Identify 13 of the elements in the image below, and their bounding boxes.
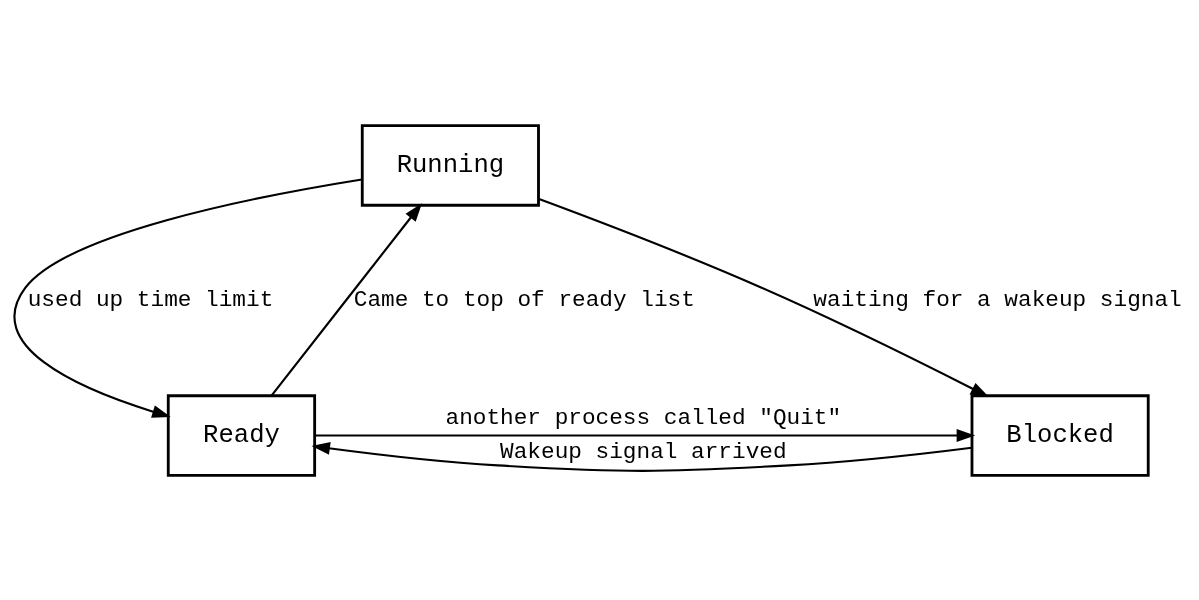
edge-label: used up time limit <box>27 286 274 313</box>
edge-label: Wakeup signal arrived <box>500 438 787 465</box>
arrow <box>538 197 989 397</box>
arrow <box>13 177 362 418</box>
arrow <box>314 428 976 442</box>
edge-label: waiting for a wakeup signal <box>813 286 1182 313</box>
arrow <box>311 441 972 472</box>
node-box: Running <box>360 123 540 207</box>
node-box: Ready <box>166 393 317 477</box>
edge-label: Came to top of ready list <box>353 286 695 313</box>
node-box: Blocked <box>970 393 1150 477</box>
arrow <box>270 202 422 396</box>
edge-label: another process called "Quit" <box>445 404 842 431</box>
